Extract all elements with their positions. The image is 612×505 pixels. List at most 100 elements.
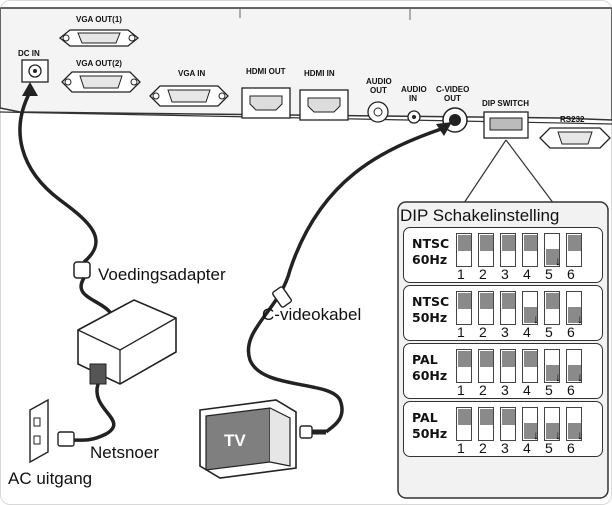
dip-switch-5: ↓5 — [544, 407, 561, 456]
dip-switch-slot — [522, 233, 538, 267]
dip-switch-number: 6 — [567, 382, 575, 398]
dip-knob-up — [480, 409, 493, 425]
device-rear-panel — [0, 7, 612, 121]
dip-switch-number: 3 — [501, 266, 509, 282]
dip-knob-up — [458, 293, 471, 309]
dip-switch-number: 2 — [479, 266, 487, 282]
dip-switch-number: 2 — [479, 440, 487, 456]
dip-knob-up — [524, 351, 537, 367]
dip-knob-down — [546, 365, 559, 381]
dc-power-cable — [18, 91, 98, 264]
dip-switch-number: 5 — [545, 266, 553, 282]
hdmi-in-port — [299, 89, 349, 121]
dip-switch-slot — [544, 407, 560, 441]
dip-switch-number: 1 — [457, 440, 465, 456]
dip-switch-2: 2 — [478, 407, 494, 456]
dip-switch-2: 2 — [478, 349, 494, 398]
dip-switch-3: 3 — [500, 291, 516, 340]
dip-switch-number: 6 — [567, 324, 575, 340]
down-arrow-icon: ↓ — [555, 370, 561, 384]
audio-in-port — [407, 110, 421, 124]
dip-knob-up — [502, 351, 515, 367]
dip-switch-slot — [544, 291, 560, 325]
dip-switch-4: 4 — [522, 349, 538, 398]
dip-switch-slot — [566, 407, 582, 441]
port-label-audio-out-line2: OUT — [370, 86, 387, 95]
dip-switch-slot — [566, 291, 582, 325]
dc-plug — [73, 261, 91, 279]
port-label-rs232: RS232 — [560, 115, 585, 124]
dip-switch-number: 5 — [545, 382, 553, 398]
dip-switch-number: 4 — [523, 440, 531, 456]
rca-plug-top — [272, 286, 292, 308]
dip-switch-slot — [522, 407, 538, 441]
dip-knob-up — [502, 409, 515, 425]
down-arrow-icon: ↓ — [577, 428, 583, 442]
dip-knob-up — [480, 351, 493, 367]
dc-in-pin-icon — [33, 69, 37, 73]
dip-switch-slot — [456, 291, 472, 325]
dip-switch-number: 4 — [523, 382, 531, 398]
port-label-audio-in-line1: AUDIO — [401, 85, 427, 94]
dc-arrow-icon — [22, 82, 38, 96]
dip-knob-up — [568, 235, 581, 251]
dip-switch-port — [483, 111, 529, 139]
dip-switch-1: 1 — [456, 233, 472, 282]
port-label-dip-switch: DIP SWITCH — [482, 99, 529, 108]
hdmi-out-port — [241, 87, 291, 119]
dip-switch-slot — [500, 349, 516, 383]
port-label-hdmi-in: HDMI IN — [304, 69, 335, 78]
dip-switch-2: 2 — [478, 233, 494, 282]
label-power-cord: Netsnoer — [90, 443, 159, 462]
dip-switch-slot — [566, 233, 582, 267]
power-cord — [69, 383, 116, 442]
dip-knob-up — [546, 293, 559, 309]
dip-switch-number: 1 — [457, 324, 465, 340]
dip-switch-slot — [456, 233, 472, 267]
label-ac-outlet: AC uitgang — [8, 469, 92, 488]
dip-mode-name: NTSC 60Hz — [412, 236, 450, 267]
port-label-hdmi-out: HDMI OUT — [246, 67, 286, 76]
dip-switch-slot — [544, 233, 560, 267]
vga-out1-port — [58, 29, 140, 47]
dip-switch-1: 1 — [456, 349, 472, 398]
dip-knob-up — [480, 235, 493, 251]
dip-switch-3: 3 — [500, 349, 516, 398]
dip-switch-5: 5 — [544, 291, 560, 340]
dip-switch-slot — [456, 349, 472, 383]
port-label-cvideo-out-line1: C-VIDEO — [436, 85, 469, 94]
dip-switch-number: 6 — [567, 266, 575, 282]
dip-switch-number: 5 — [545, 440, 553, 456]
dip-knob-down — [546, 423, 559, 439]
dip-switch-number: 2 — [479, 324, 487, 340]
dip-switch-5: ↓5 — [544, 349, 561, 398]
dip-switch-slot — [566, 349, 582, 383]
dip-knob-down — [568, 365, 581, 381]
dip-switch-number: 1 — [457, 382, 465, 398]
dip-switch-number: 6 — [567, 440, 575, 456]
dip-switch-slot — [500, 233, 516, 267]
port-label-audio-in-line2: IN — [409, 94, 417, 103]
dip-switch-slot — [500, 407, 516, 441]
vga-in-port — [149, 85, 229, 107]
dip-switch-5: ↓5 — [544, 233, 561, 282]
dip-switch-slot — [522, 349, 538, 383]
rca-connector — [299, 425, 313, 439]
dip-switch-number: 1 — [457, 266, 465, 282]
dip-mode-name: PAL 50Hz — [412, 410, 448, 441]
dip-switch-4: ↓4 — [522, 407, 539, 456]
dip-switch-number: 2 — [479, 382, 487, 398]
port-label-vga-out1: VGA OUT(1) — [76, 15, 122, 24]
tv-label: TV — [224, 431, 246, 450]
dip-switch-2: 2 — [478, 291, 494, 340]
dip-switch-number: 4 — [523, 324, 531, 340]
video-arrow-icon — [436, 122, 452, 136]
dip-knob-down — [524, 423, 537, 439]
